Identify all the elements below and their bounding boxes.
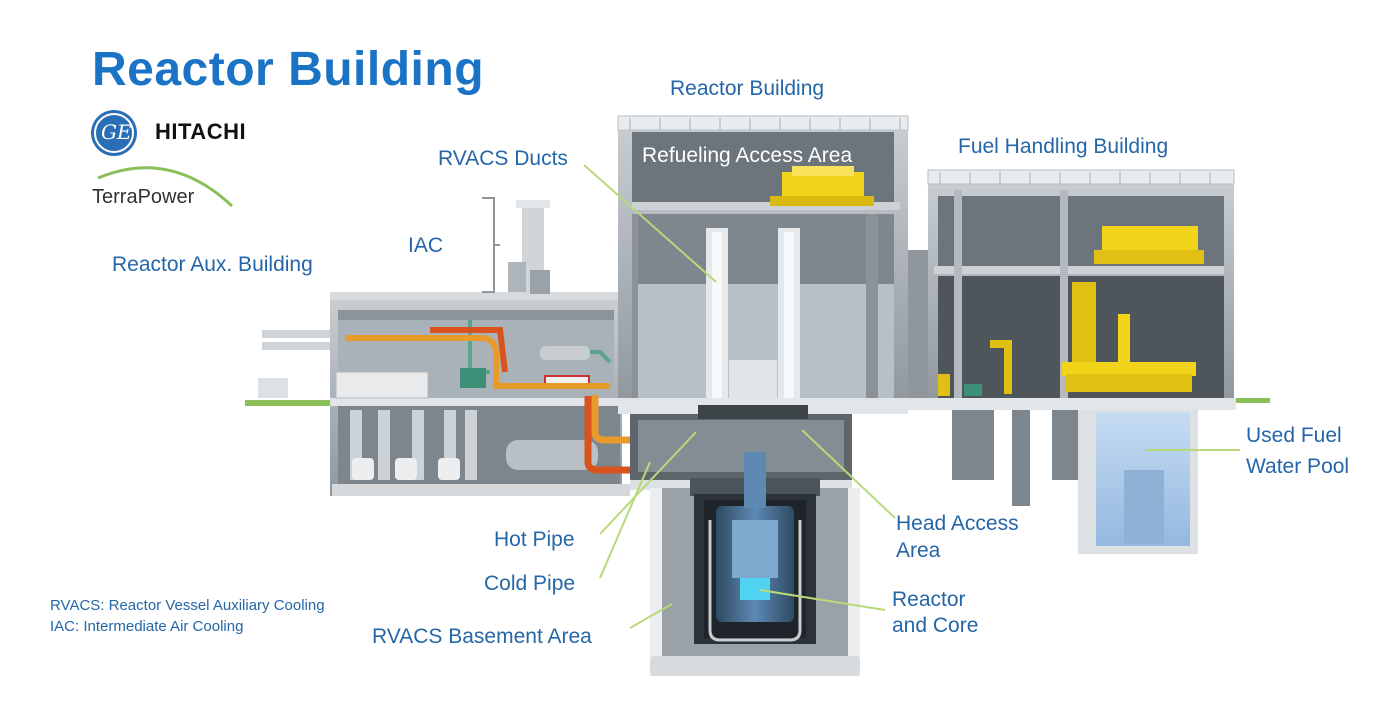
fuel-handling-building-shape xyxy=(908,169,1236,554)
ground-line xyxy=(245,398,1270,406)
hitachi-logo: HITACHI xyxy=(155,119,247,144)
label-cold-pipe: Cold Pipe xyxy=(484,572,576,595)
page-title: Reactor Building xyxy=(92,43,485,96)
label-hot-pipe: Hot Pipe xyxy=(494,528,575,551)
ge-logo-text: GE xyxy=(101,120,132,144)
label-reactor-and-core-1: Reactor xyxy=(892,588,966,611)
label-rvacs-basement-area: RVACS Basement Area xyxy=(372,625,592,648)
abbrev-rvacs: RVACS: Reactor Vessel Auxiliary Cooling xyxy=(50,597,325,614)
terrapower-logo: TerraPower xyxy=(92,186,195,208)
abbrev-iac: IAC: Intermediate Air Cooling xyxy=(50,618,244,635)
head-access-area-shape xyxy=(630,405,852,490)
ge-logo xyxy=(91,110,137,156)
pipes xyxy=(345,327,764,474)
label-head-access-area-2: Area xyxy=(896,539,941,562)
label-reactor-and-core-2: and Core xyxy=(892,614,979,637)
label-used-fuel-water-pool-1: Used Fuel xyxy=(1246,424,1342,447)
label-head-access-area-1: Head Access xyxy=(896,512,1019,535)
label-rvacs-ducts: RVACS Ducts xyxy=(438,147,568,170)
label-used-fuel-water-pool-2: Water Pool xyxy=(1246,455,1350,478)
reactor-aux-building-shape xyxy=(258,200,630,496)
label-refueling-access-area: Refueling Access Area xyxy=(642,144,853,167)
leader-lines xyxy=(583,164,1240,629)
label-reactor-aux-building: Reactor Aux. Building xyxy=(112,253,313,276)
label-fuel-handling-building: Fuel Handling Building xyxy=(958,135,1169,158)
reactor-building-shape xyxy=(617,115,909,414)
label-iac: IAC xyxy=(408,234,444,257)
label-reactor-building: Reactor Building xyxy=(670,77,825,100)
iac-bracket xyxy=(482,197,500,293)
terrapower-swoosh xyxy=(97,166,234,208)
